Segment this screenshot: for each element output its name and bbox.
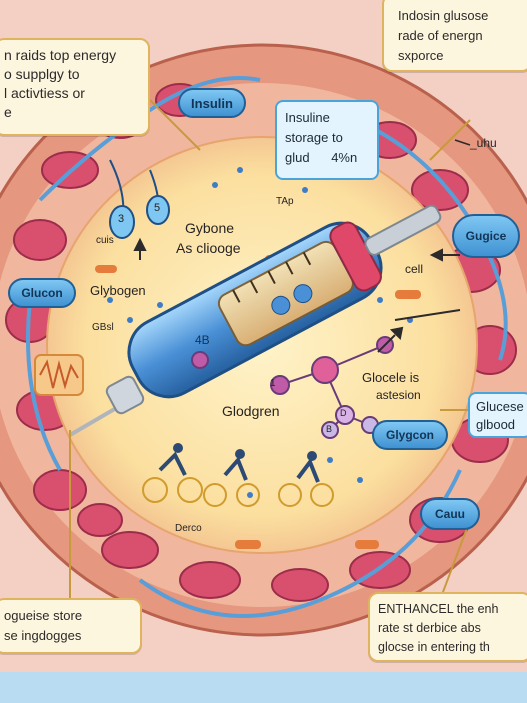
ball-small-label: 1 xyxy=(270,378,276,389)
syringe-dot-2 xyxy=(293,284,313,304)
callout-text-line: l activtiess or xyxy=(4,85,85,101)
glygcon-pill: Glygcon xyxy=(372,420,448,450)
syringe-ticks xyxy=(232,251,312,303)
as-cliooge-label: As cliooge xyxy=(176,240,241,256)
gybone-label: Gybone xyxy=(185,220,235,236)
insulin-box-line: Insuline xyxy=(285,110,330,125)
syringe-mark-label: 4B xyxy=(195,333,210,347)
callout-text-line: o supplgy to xyxy=(4,66,80,82)
glucose-box-line: glbood xyxy=(476,417,516,432)
astesion-label: astesion xyxy=(376,388,421,402)
uhu-mark xyxy=(454,139,471,146)
callout-text-line: ENTHANCEL the enh xyxy=(378,602,499,616)
callout-bottom-right: ENTHANCEL the enh rate st derbice abs gl… xyxy=(368,592,527,662)
cells-label: cuis xyxy=(96,235,114,246)
arrows xyxy=(133,237,461,353)
callout-text-line: rate st derbice abs xyxy=(378,621,481,635)
callout-text-line: se ingdogges xyxy=(4,628,82,643)
cell-label: cell xyxy=(405,262,424,276)
glocele-label: Glocele is xyxy=(362,370,420,385)
glucon-pill: Glucon xyxy=(8,278,76,308)
mol-d-label: D xyxy=(340,408,347,418)
glucose-box-line: Glucese xyxy=(476,399,524,414)
particles xyxy=(107,167,413,498)
callout-text-line: Indosin glusose xyxy=(398,8,489,23)
glybogen-label: Glybogen xyxy=(90,283,146,298)
receptor-nodes xyxy=(109,159,209,369)
uhu-label: _uhu xyxy=(470,136,497,150)
callout-text-line: glocse in entering th xyxy=(378,640,490,654)
insulin-syringe xyxy=(68,204,442,437)
callout-text-line: rade of energn xyxy=(398,28,483,43)
callout-text-line: e xyxy=(4,104,12,120)
node-a-label: 3 xyxy=(118,213,125,225)
insulin-box-value: 4%n xyxy=(331,150,358,165)
syringe-tip xyxy=(105,375,145,415)
tap-label: TAp xyxy=(276,196,294,207)
bottom-band xyxy=(0,672,527,703)
derco-label: Derco xyxy=(175,523,202,534)
insulin-storage-box: Insuline storage to glud 4%n xyxy=(275,100,379,180)
node-b-label: 5 xyxy=(154,202,161,214)
cyclists xyxy=(142,443,334,507)
cauu-pill: Cauu xyxy=(420,498,480,530)
insulin-box-line: glud xyxy=(285,150,310,165)
gbsl-label: GBsl xyxy=(92,322,114,333)
callout-text-line: n raids top energy xyxy=(4,47,117,63)
glodgren-label: Glodgren xyxy=(222,403,280,419)
membrane-line xyxy=(26,299,62,471)
mol-b-label: B xyxy=(326,424,333,434)
callout-top-left: n raids top energy o supplgy to l activt… xyxy=(0,38,150,136)
insulin-pill: Insulin xyxy=(178,88,246,118)
insulin-box-line: storage to xyxy=(285,130,343,145)
gugice-pill: Gugice xyxy=(452,214,520,258)
callout-text-line: sxporce xyxy=(398,48,444,63)
callout-top-right: Indosin glusose rade of energn sxporce xyxy=(382,0,527,72)
glucose-side-box: Glucese glbood xyxy=(468,392,527,438)
syringe-dot-1 xyxy=(271,295,291,315)
leader-lines xyxy=(69,99,471,601)
syringe-plunger xyxy=(364,204,442,256)
callout-bottom-left: ogueise store se ingdogges xyxy=(0,598,142,654)
callout-text-line: ogueise store xyxy=(4,608,83,623)
